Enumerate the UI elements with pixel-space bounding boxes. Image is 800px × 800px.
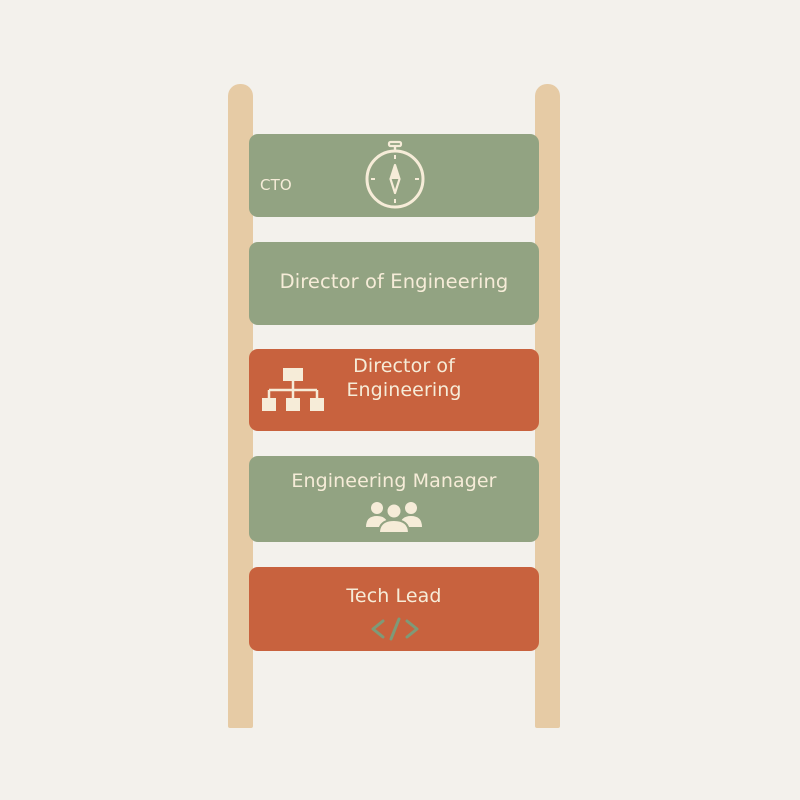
ladder-left-rail [228,84,253,728]
rung-label-engineering-manager: Engineering Manager [291,470,497,492]
rung-label-cto: CTO [260,176,292,194]
rung-director-of-engineering-highlight: Director of Engineering [249,349,539,431]
team-icon [364,497,424,539]
rung-label-director-of-engineering: Director of Engineering [279,270,509,293]
code-icon [370,616,420,646]
compass-icon [363,138,427,216]
rung-tech-lead: Tech Lead [249,567,539,651]
rung-cto: CTO [249,134,539,217]
rung-director-of-engineering: Director of Engineering [249,242,539,325]
rung-label-tech-lead: Tech Lead [346,585,442,607]
rung-label-director-of-engineering-highlight: Director of Engineering [346,355,462,401]
org-chart-icon [261,366,327,418]
rung-engineering-manager: Engineering Manager [249,456,539,542]
ladder-right-rail [535,84,560,728]
